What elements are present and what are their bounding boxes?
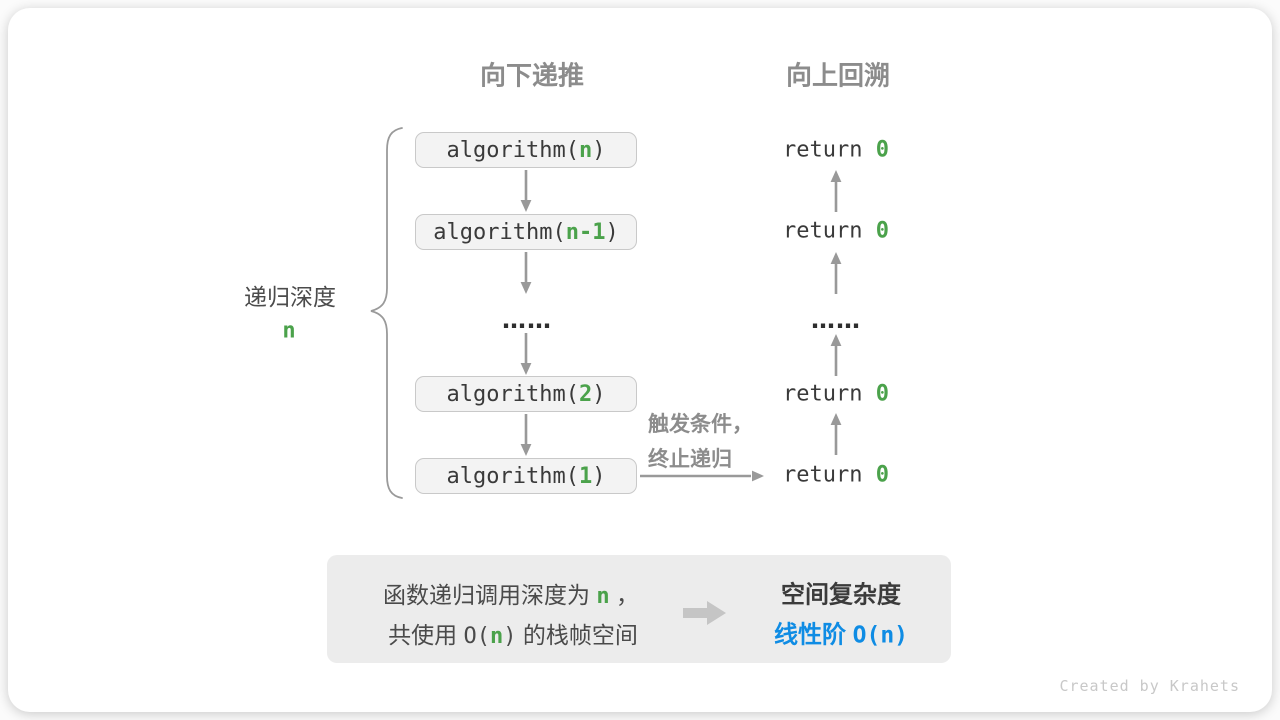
- summary-left-line2: 共使用 O(n) 的栈帧空间: [388, 622, 638, 649]
- ellipsis: ……: [502, 306, 552, 334]
- call-box-n-1: algorithm(n-1): [415, 214, 637, 250]
- return-statement: return 0: [783, 137, 889, 163]
- up-arrow-icon: [830, 334, 842, 376]
- base-case-note-line1: 触发条件，: [648, 413, 753, 436]
- base-case-note-line2: 终止递归: [648, 448, 732, 471]
- header-upward-backtracking: 向上回溯: [785, 60, 891, 91]
- watermark: Created by Krahets: [1059, 677, 1240, 695]
- return-statement: return 0: [783, 381, 889, 407]
- brace-icon: [370, 127, 403, 499]
- call-box-n: algorithm(n): [415, 132, 637, 168]
- up-arrow-icon: [830, 413, 842, 455]
- space-complexity-value: 线性阶 O(n): [773, 621, 909, 649]
- call-box-1: algorithm(1): [415, 458, 637, 494]
- code-text: algorithm(2): [446, 381, 606, 407]
- down-arrow-icon: [520, 252, 532, 294]
- down-arrow-icon: [520, 414, 532, 456]
- right-arrow-icon: [640, 470, 764, 482]
- down-arrow-icon: [520, 333, 532, 375]
- up-arrow-icon: [830, 170, 842, 212]
- code-text: algorithm(n-1): [433, 219, 619, 245]
- space-complexity-title: 空间复杂度: [781, 581, 901, 609]
- up-arrow-icon: [830, 252, 842, 294]
- code-text: algorithm(1): [446, 463, 606, 489]
- depth-label: 递归深度: [244, 284, 336, 310]
- code-text: algorithm(n): [446, 137, 606, 163]
- depth-value: n: [282, 318, 296, 344]
- return-statement: return 0: [783, 218, 889, 244]
- block-arrow-icon: [683, 601, 726, 625]
- ellipsis: ……: [811, 306, 861, 334]
- summary-left-line1: 函数递归调用深度为 n ，: [382, 582, 640, 609]
- call-box-2: algorithm(2): [415, 376, 637, 412]
- down-arrow-icon: [520, 170, 532, 212]
- return-statement: return 0: [783, 462, 889, 488]
- summary-panel: 函数递归调用深度为 n ， 共使用 O(n) 的栈帧空间 空间复杂度 线性阶 O…: [327, 555, 951, 663]
- header-downward-recursion: 向下递推: [479, 60, 585, 91]
